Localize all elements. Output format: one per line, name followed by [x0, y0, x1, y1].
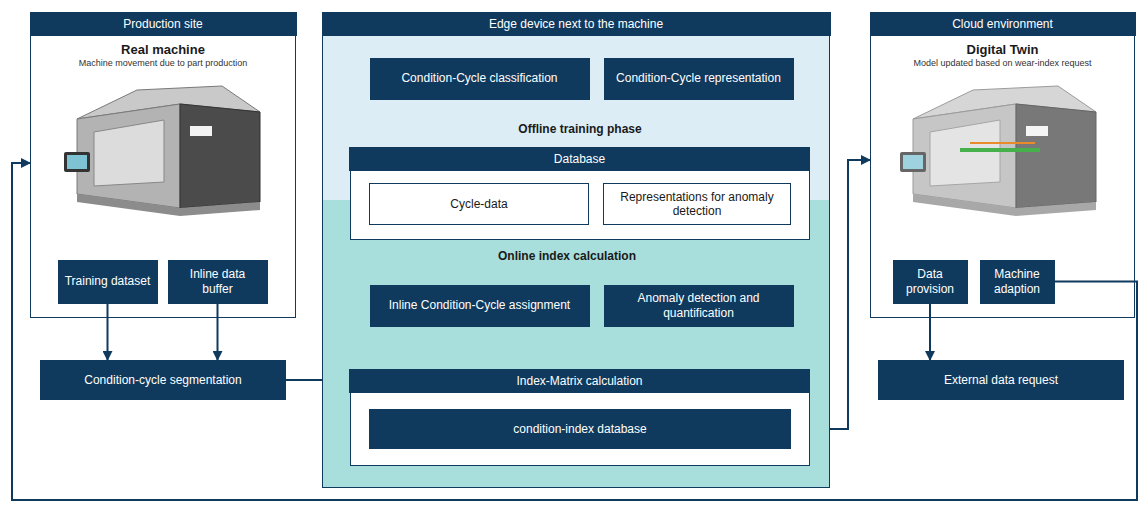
cloud-panel: Cloud environmentDigital TwinModel updat…: [870, 12, 1135, 318]
box-text: External data request: [944, 373, 1058, 387]
box-text: Machine adaption: [986, 267, 1049, 296]
process-box: Inline data buffer: [168, 260, 268, 304]
process-box: External data request: [878, 360, 1124, 400]
process-box: Condition-Cycle representation: [604, 58, 794, 100]
process-box: Condition-cycle segmentation: [40, 360, 286, 400]
box-text: Condition-Cycle representation: [616, 71, 781, 85]
box-text: Training dataset: [65, 274, 151, 288]
spindle-axis: [970, 142, 1035, 144]
box-text: Anomaly detection and quantification: [610, 291, 788, 320]
panel-header: Cloud environment: [870, 12, 1136, 36]
digital-twin-illustration: [900, 86, 1096, 216]
panel-header: Database: [349, 147, 810, 171]
site-panel: Production siteReal machineMachine movem…: [30, 12, 296, 318]
phase-label: Offline training phase: [480, 122, 680, 136]
panel-header: Edge device next to the machine: [322, 12, 831, 36]
spindle-axis: [960, 148, 1040, 152]
machine-illustration: [64, 86, 260, 216]
process-box: Training dataset: [58, 260, 158, 304]
panel-header: Production site: [30, 12, 297, 36]
box-text: Cycle-data: [450, 197, 507, 211]
process-box: Anomaly detection and quantification: [604, 285, 794, 327]
box-text: Inline Condition-Cycle assignment: [389, 298, 570, 312]
box-text: Inline data buffer: [174, 267, 262, 296]
flow-arrow: [217, 304, 219, 361]
flow-arrow: [107, 304, 109, 361]
box-text: condition-index database: [513, 422, 646, 436]
panel-subtitle: Machine movement due to part production: [31, 58, 295, 68]
process-box: Data provision: [893, 260, 968, 304]
process-box: Condition-Cycle classification: [370, 58, 590, 100]
process-box: Machine adaption: [980, 260, 1055, 304]
panel-title: Digital Twin: [871, 42, 1134, 57]
flow-arrow: [929, 304, 931, 361]
panel-header: Index-Matrix calculation: [349, 369, 810, 393]
process-box: Inline Condition-Cycle assignment: [370, 285, 590, 327]
database-group: DatabaseCycle-data Representations for an…: [350, 148, 810, 240]
data-box: Cycle-data: [369, 183, 589, 225]
panel-subtitle: Model updated based on wear-index reques…: [871, 58, 1134, 68]
box-text: Condition-cycle segmentation: [84, 373, 241, 387]
data-box: Representations for anomaly detection: [603, 183, 791, 225]
box-text: Data provision: [899, 267, 962, 296]
phase-label: Online index calculation: [467, 249, 667, 263]
database-box: condition-index database: [369, 409, 791, 449]
panel-title: Real machine: [31, 42, 295, 57]
box-text: Representations for anomaly detection: [610, 190, 784, 219]
index-group: Index-Matrix calculation condition-index …: [350, 370, 810, 466]
box-text: Condition-Cycle classification: [401, 71, 557, 85]
